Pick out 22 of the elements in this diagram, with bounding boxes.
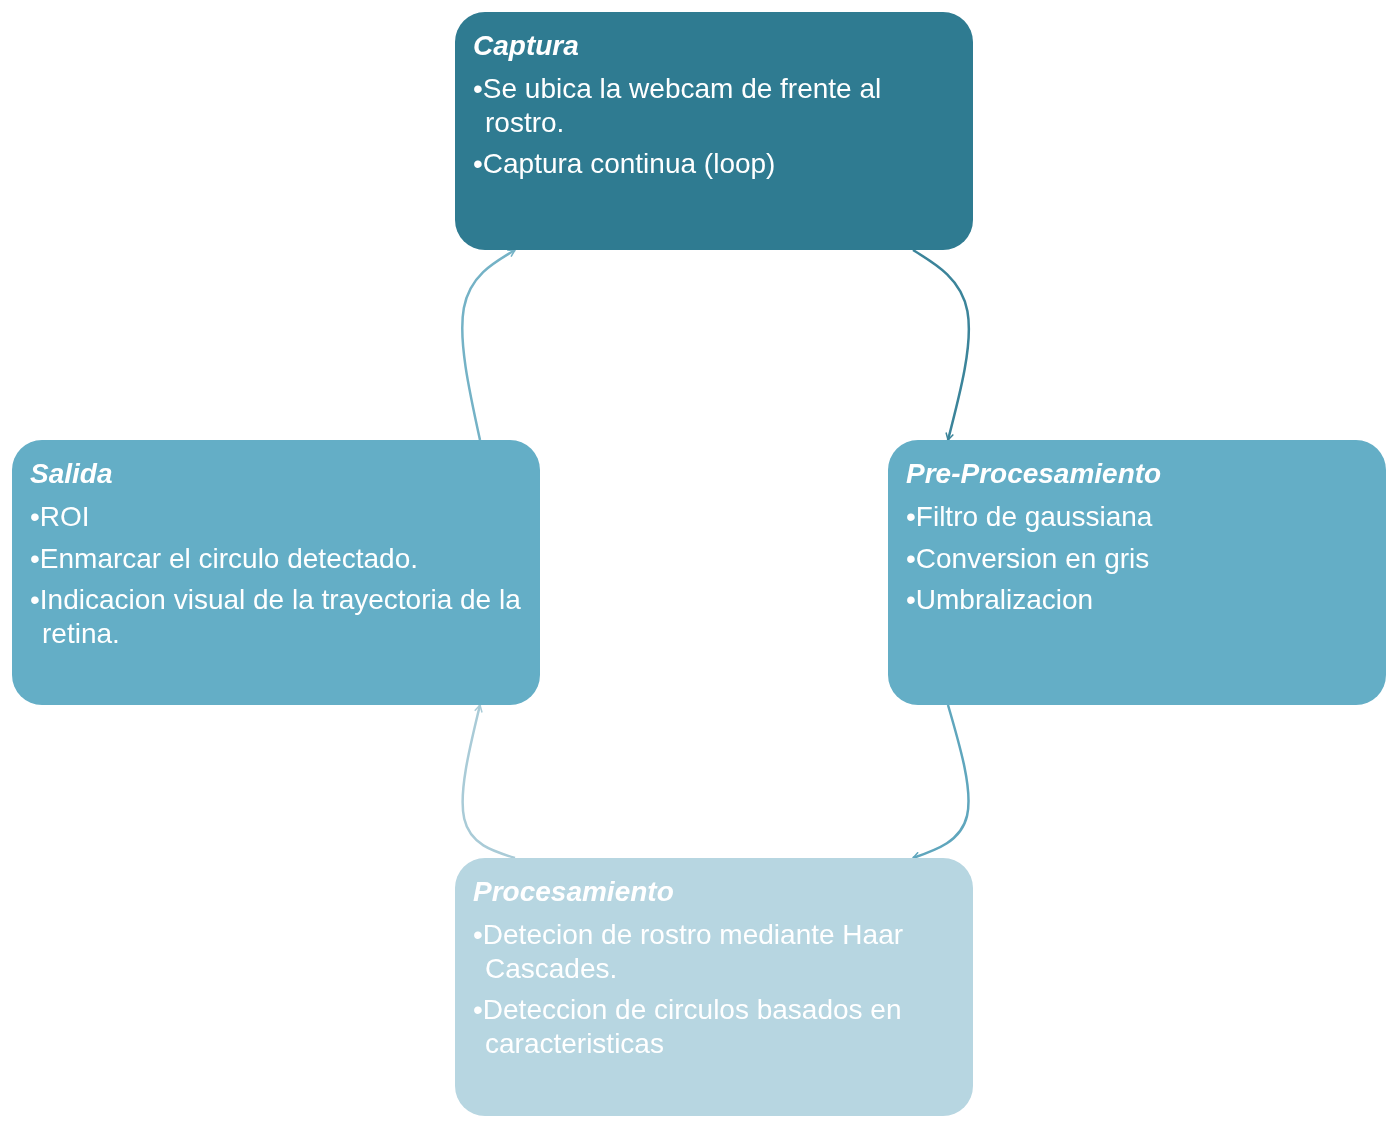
- arrow: [912, 704, 970, 861]
- arrow: [461, 248, 516, 441]
- step-heading: Pre-Procesamiento: [906, 458, 1162, 490]
- step-heading: Salida: [30, 458, 113, 490]
- arrow: [461, 704, 516, 860]
- bullet-item: •Filtro de gaussiana: [906, 500, 1154, 534]
- bullet-item: •Detecion de rostro mediante Haar Cascades.: [473, 918, 905, 986]
- bullet-item: •Captura continua (loop): [473, 147, 777, 181]
- bullet-item: •Umbralizacion: [906, 583, 1095, 617]
- bullet-item: •Enmarcar el circulo detectado.: [30, 541, 419, 576]
- bullet-item: •Deteccion de circulos basados en caracteristicas: [473, 993, 903, 1061]
- bullet-item: •ROI: [30, 500, 91, 534]
- process-box: [888, 440, 1386, 705]
- process-box: [455, 858, 973, 1116]
- step-heading: Procesamiento: [473, 876, 674, 908]
- bullet-item: •Indicacion visual de la trayectoria de la retina.: [30, 583, 522, 651]
- step-heading: Captura: [473, 30, 579, 62]
- process-box: [12, 440, 540, 705]
- process-box: [455, 12, 973, 250]
- bullet-item: •Conversion en gris: [906, 541, 1151, 576]
- arrow: [912, 248, 971, 441]
- bullet-item: •Se ubica la webcam de frente al rostro.: [473, 72, 883, 140]
